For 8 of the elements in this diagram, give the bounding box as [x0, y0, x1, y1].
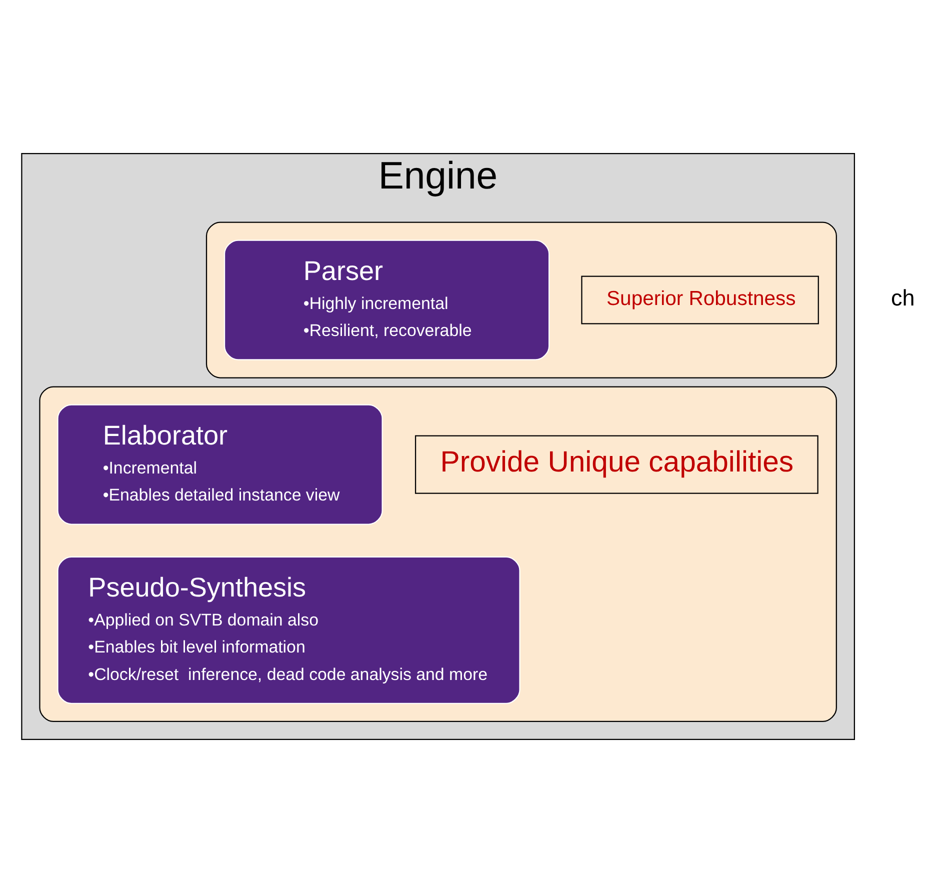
label: ch	[891, 286, 915, 311]
node-box: Superior Robustness	[581, 276, 819, 324]
node-box: Pseudo-Synthesis •Applied on SVTB domain also •Enables bit level information •Clock/reset inference, dead code analysis and more	[57, 556, 520, 704]
node-box: Parser •Highly incremental •Resilient, recoverable	[224, 240, 550, 360]
node-box: Provide Unique capabilities	[414, 435, 818, 494]
cluster	[206, 222, 837, 378]
node-box: Elaborator •Incremental •Enables detailed instance view	[57, 404, 383, 525]
cluster	[39, 386, 837, 722]
